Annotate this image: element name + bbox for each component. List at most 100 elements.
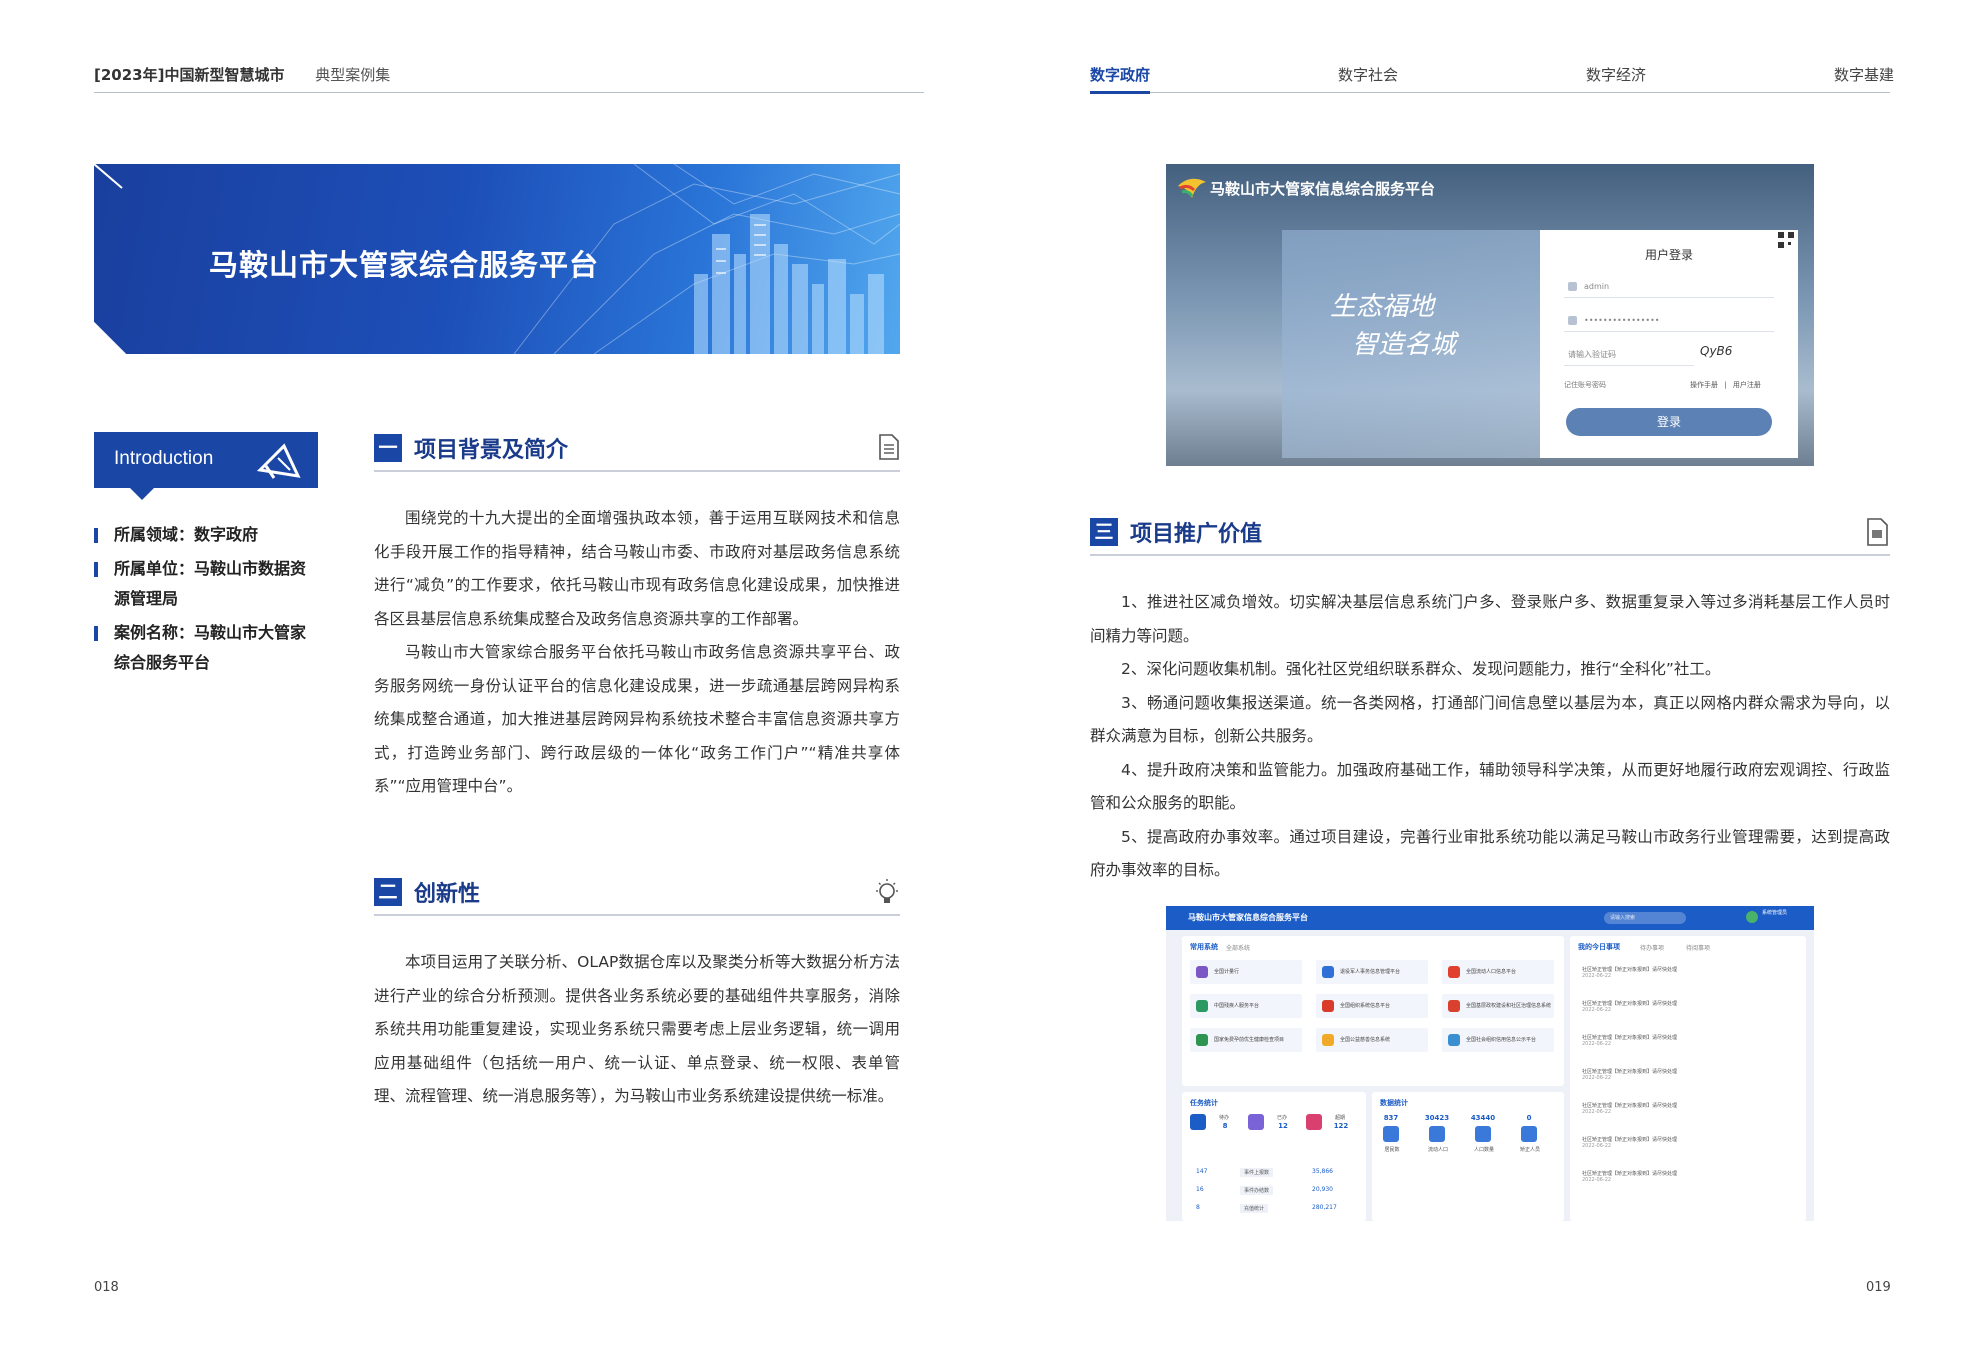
label-pointer bbox=[130, 488, 154, 500]
app-tile[interactable]: 全国流动人口信息平台 bbox=[1442, 960, 1554, 984]
data-stats-card: 数据统计 837 居民数 30423 流动人口 43440 人口数量 0 矫正人… bbox=[1372, 1092, 1564, 1221]
nav-digital-economy[interactable]: 数字经济 bbox=[1586, 66, 1647, 84]
login-screenshot: 马鞍山市大管家信息综合服务平台 生态福地 智造名城 用户登录 admin •••… bbox=[1166, 164, 1814, 466]
todo-tab-pending[interactable]: 待办事项 bbox=[1640, 945, 1665, 952]
todo-title: 我的今日事项 bbox=[1578, 943, 1620, 951]
data-stats-title: 数据统计 bbox=[1380, 1099, 1408, 1107]
background-paragraph-2: 马鞍山市大管家综合服务平台依托马鞍山市政务信息资源共享平台、政务服务网统一身份认… bbox=[374, 643, 900, 795]
meta-unit: 所属单位：马鞍山市数据资 源管理局 bbox=[94, 554, 324, 614]
app-tile[interactable]: 全国计量行 bbox=[1190, 960, 1302, 984]
meta-case-name: 案例名称：马鞍山市大管家 综合服务平台 bbox=[94, 618, 324, 678]
section-title: 项目推广价值 bbox=[1130, 522, 1263, 547]
section-title: 创新性 bbox=[414, 882, 481, 907]
section-value-header: 三 项目推广价值 bbox=[1090, 514, 1890, 556]
remember-checkbox[interactable]: 记住账号密码 bbox=[1564, 381, 1606, 389]
series-title: [2023年]中国新型智慧城市 bbox=[94, 66, 285, 84]
todo-tab-read[interactable]: 待阅事项 bbox=[1686, 945, 1711, 952]
collection-title: 典型案例集 bbox=[315, 66, 391, 84]
meta-field-line: 所属领域：数字政府 bbox=[114, 525, 259, 544]
megaphone-icon bbox=[256, 443, 301, 479]
task-stats-card: 任务统计 待办 8 已办 12 超期 122 147 事件上报数 35,866 … bbox=[1182, 1092, 1366, 1221]
user-name[interactable]: 系统管理员 bbox=[1762, 910, 1788, 916]
login-form-title: 用户登录 bbox=[1644, 248, 1693, 262]
section-number: 三 bbox=[1090, 518, 1118, 546]
value-point-5: 5、提高政府办事效率。通过项目建设，完善行业审批系统功能以满足马鞍山市政务行业管… bbox=[1090, 827, 1890, 880]
app-tile[interactable]: 国家免费孕前优生健康检查项目 bbox=[1190, 1028, 1302, 1052]
header-divider-left bbox=[94, 92, 924, 93]
meta-case-line2: 综合服务平台 bbox=[114, 653, 211, 672]
innovation-body: 本项目运用了关联分析、OLAP数据仓库以及聚类分析等大数据分析方法进行产业的综合… bbox=[374, 946, 900, 1114]
background-paragraph-1: 围绕党的十九大提出的全面增强执政本领，善于运用互联网技术和信息化手段开展工作的指… bbox=[374, 509, 900, 628]
introduction-label: Introduction bbox=[114, 448, 214, 469]
task-icon bbox=[1190, 1114, 1206, 1130]
username-field[interactable]: admin bbox=[1564, 276, 1774, 298]
password-field[interactable]: •••••••••••••••• bbox=[1564, 310, 1774, 332]
all-systems-tab[interactable]: 全部系统 bbox=[1226, 945, 1251, 952]
app-tile[interactable]: 全国基层政权建设和社区治理信息系统 bbox=[1442, 994, 1554, 1018]
banner-corner-mark bbox=[94, 164, 123, 189]
residents-icon bbox=[1383, 1126, 1399, 1142]
title-banner: 马鞍山市大管家综合服务平台 bbox=[94, 164, 900, 354]
app-tile[interactable]: 全国社会组织信用信息公示平台 bbox=[1442, 1028, 1554, 1052]
login-links: 操作手册 | 用户注册 bbox=[1690, 381, 1761, 389]
user-icon bbox=[1568, 282, 1577, 291]
nav-digital-government[interactable]: 数字政府 bbox=[1090, 66, 1151, 84]
qr-code-icon[interactable] bbox=[1776, 230, 1796, 250]
page-number-left: 018 bbox=[94, 1280, 119, 1295]
report-icon bbox=[1867, 518, 1888, 546]
login-form: 用户登录 admin •••••••••••••••• 请输入验证码 QyB6 … bbox=[1540, 230, 1798, 458]
app-tile[interactable]: 中国残疾人服务平台 bbox=[1190, 994, 1302, 1018]
nav-active-indicator bbox=[1090, 91, 1150, 94]
captcha-image[interactable]: QyB6 bbox=[1700, 344, 1733, 358]
section-divider bbox=[374, 470, 900, 472]
login-app-title: 马鞍山市大管家信息综合服务平台 bbox=[1210, 180, 1436, 198]
avatar[interactable] bbox=[1746, 911, 1758, 923]
banner-title: 马鞍山市大管家综合服务平台 bbox=[208, 248, 599, 282]
running-header: [2023年]中国新型智慧城市 典型案例集 bbox=[94, 64, 390, 85]
document-icon bbox=[879, 434, 899, 460]
header-divider-right bbox=[1090, 92, 1890, 93]
app-tile[interactable]: 全国公益慈善信息系统 bbox=[1316, 1028, 1428, 1052]
section-title: 项目背景及简介 bbox=[414, 438, 569, 463]
introduction-label-box: Introduction bbox=[94, 432, 318, 500]
section-background-header: 一 项目背景及简介 bbox=[374, 430, 900, 472]
app-tile[interactable]: 全国组织系统信息平台 bbox=[1316, 994, 1428, 1018]
meta-field: 所属领域：数字政府 bbox=[94, 520, 324, 550]
login-hero-panel bbox=[1282, 230, 1540, 458]
section-number: 二 bbox=[374, 878, 402, 906]
population-icon bbox=[1475, 1126, 1491, 1142]
manual-link[interactable]: 操作手册 bbox=[1690, 381, 1718, 389]
value-point-1: 1、推进社区减负增效。切实解决基层信息系统门户多、登录账户多、数据重复录入等过多… bbox=[1090, 593, 1890, 645]
dashboard-screenshot: 马鞍山市大管家信息综合服务平台 请输入搜索 系统管理员 常用系统 全部系统 全国… bbox=[1166, 906, 1814, 1221]
task-icon bbox=[1248, 1114, 1264, 1130]
app-tile[interactable]: 退役军人事务信息管理平台 bbox=[1316, 960, 1428, 984]
value-point-2: 2、深化问题收集机制。强化社区党组织联系群众、发现问题能力，推行“全科化”社工。 bbox=[1121, 660, 1721, 678]
page-number-right: 019 bbox=[1866, 1280, 1891, 1295]
slogan-line-2: 智造名城 bbox=[1352, 330, 1457, 360]
captcha-input[interactable]: 请输入验证码 bbox=[1564, 344, 1694, 366]
nav-digital-society[interactable]: 数字社会 bbox=[1338, 66, 1399, 84]
dashboard-app-title: 马鞍山市大管家信息综合服务平台 bbox=[1188, 913, 1308, 922]
background-body: 围绕党的十九大提出的全面增强执政本领，善于运用互联网技术和信息化手段开展工作的指… bbox=[374, 502, 900, 804]
innovation-paragraph-1: 本项目运用了关联分析、OLAP数据仓库以及聚类分析等大数据分析方法进行产业的综合… bbox=[374, 953, 900, 1105]
task-icon bbox=[1306, 1114, 1322, 1130]
login-button[interactable]: 登录 bbox=[1566, 408, 1772, 436]
dashboard-search-input[interactable]: 请输入搜索 bbox=[1604, 912, 1686, 924]
value-body: 1、推进社区减负增效。切实解决基层信息系统门户多、登录账户多、数据重复录入等过多… bbox=[1090, 586, 1890, 888]
register-link[interactable]: 用户注册 bbox=[1732, 381, 1761, 389]
common-systems-card: 常用系统 全部系统 全国计量行 退役军人事务信息管理平台 全国流动人口信息平台 … bbox=[1182, 936, 1564, 1086]
nav-digital-infrastructure[interactable]: 数字基建 bbox=[1834, 66, 1895, 84]
section-divider bbox=[1090, 554, 1890, 556]
floating-population-icon bbox=[1429, 1126, 1445, 1142]
value-point-3: 3、畅通问题收集报送渠道。统一各类网格，打通部门间信息壁以基层为本，真正以网格内… bbox=[1090, 693, 1890, 746]
lock-icon bbox=[1568, 316, 1577, 325]
section-divider bbox=[374, 914, 900, 916]
